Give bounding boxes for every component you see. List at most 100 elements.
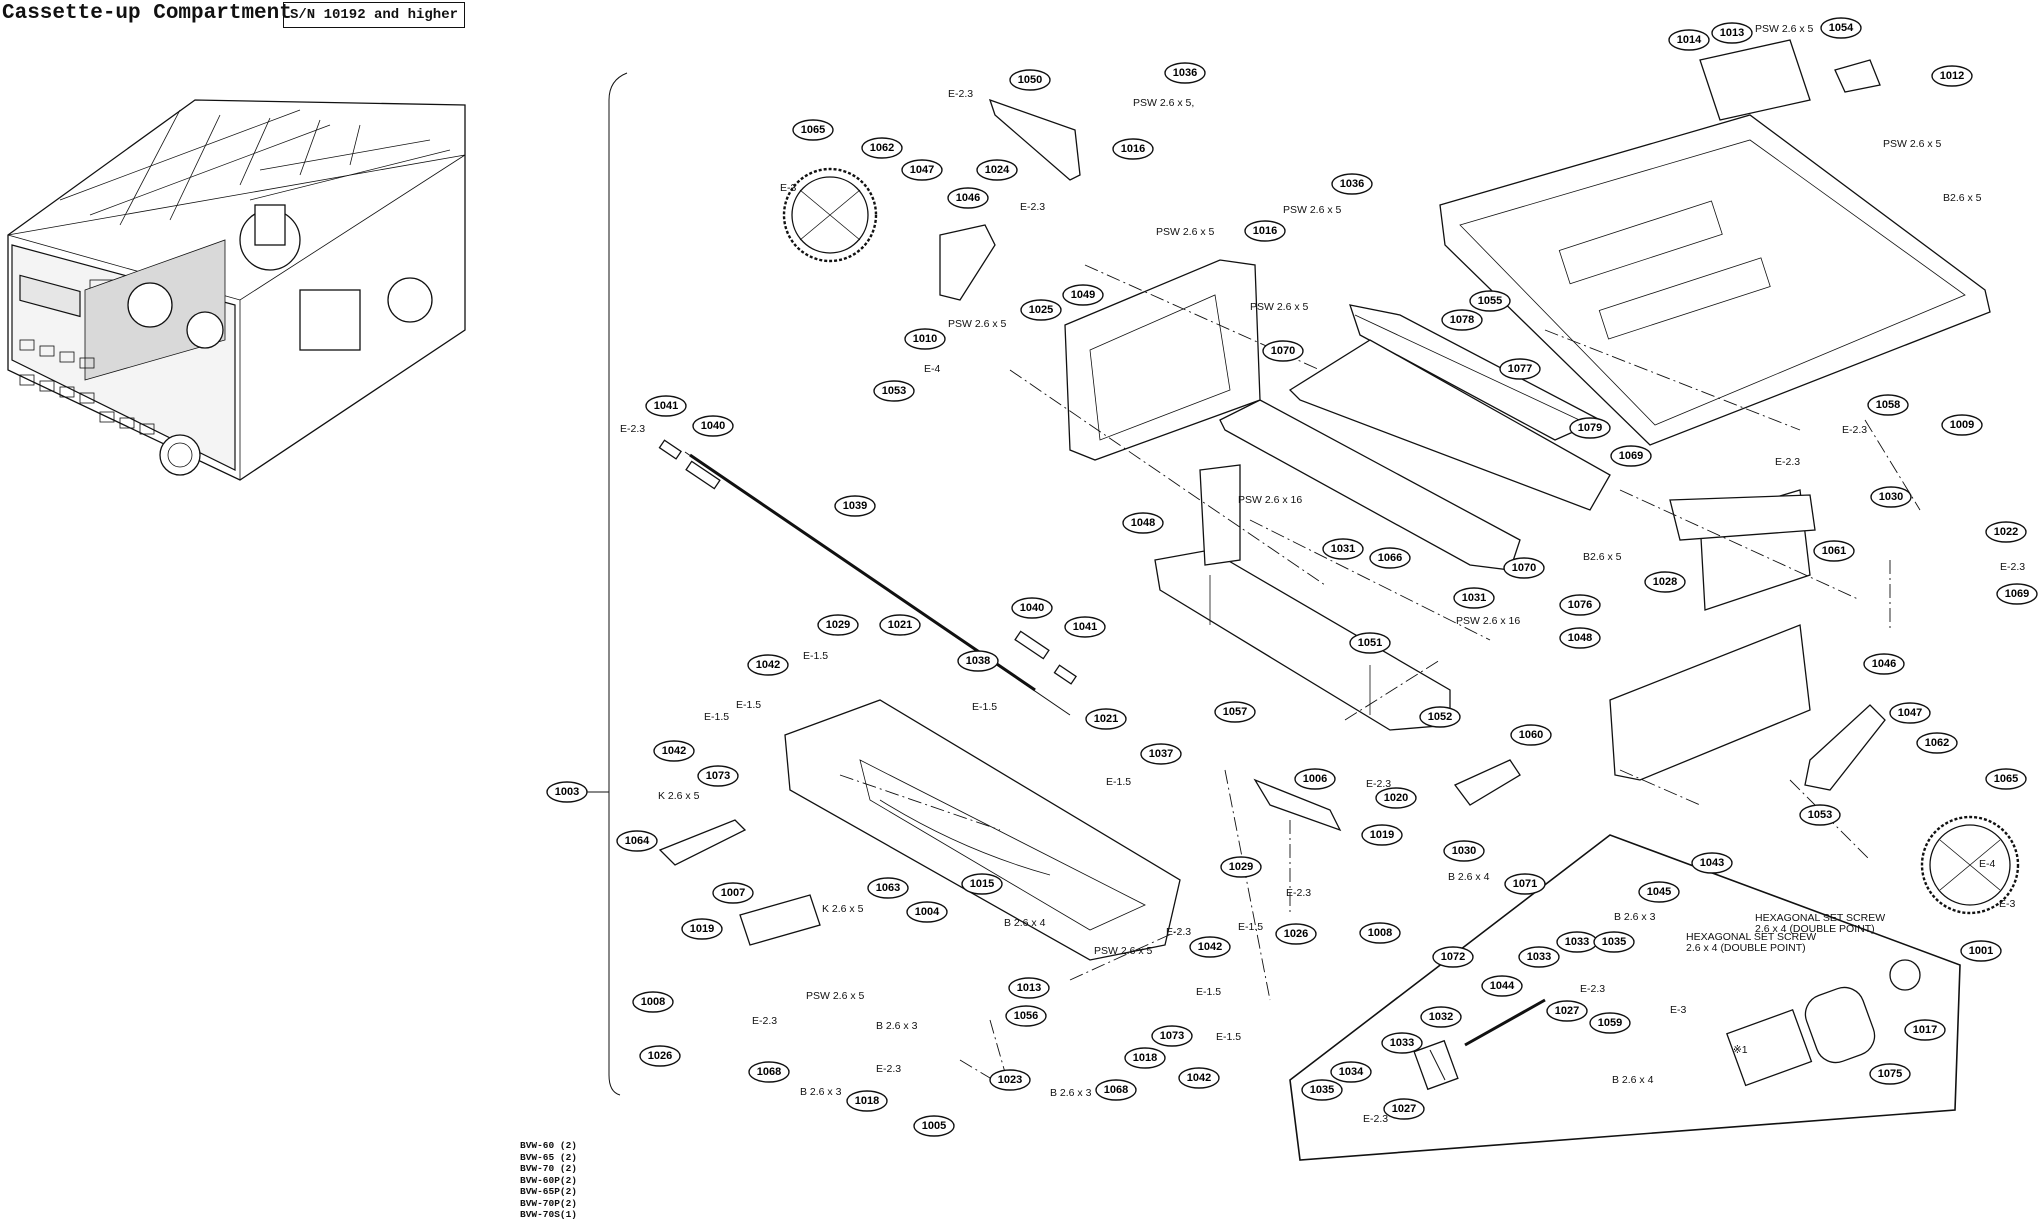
callout-1036: 1036 <box>1164 62 1206 84</box>
svg-text:1058: 1058 <box>1876 399 1900 411</box>
shaft-1044 <box>1464 998 1546 1047</box>
label-e15: E-1.5 <box>1216 1031 1241 1043</box>
callout-1015: 1015 <box>961 873 1003 895</box>
label-e15: E-1.5 <box>736 699 761 711</box>
callout-1031: 1031 <box>1453 587 1495 609</box>
svg-text:1040: 1040 <box>1020 602 1044 614</box>
side-frame-right <box>1609 489 1816 781</box>
svg-text:1070: 1070 <box>1271 345 1295 357</box>
label-e15: E-1.5 <box>1238 921 1263 933</box>
svg-text:1003: 1003 <box>555 786 579 798</box>
svg-text:1014: 1014 <box>1677 34 1702 46</box>
label-hex-screw: HEXAGONAL SET SCREW <box>1755 912 1885 924</box>
label-e3: E-3 <box>780 182 797 194</box>
callout-1026: 1026 <box>639 1045 681 1067</box>
callout-1044: 1044 <box>1481 975 1523 997</box>
svg-text:1042: 1042 <box>756 659 780 671</box>
label-e23: E-2.3 <box>1286 887 1311 899</box>
label-b26x5: B2.6 x 5 <box>1583 551 1622 563</box>
svg-text:1037: 1037 <box>1149 748 1173 760</box>
svg-text:1008: 1008 <box>641 996 665 1008</box>
svg-text:1069: 1069 <box>1619 450 1643 462</box>
assembly-bracket-1003 <box>608 72 628 1096</box>
label-psw26x16: PSW 2.6 x 16 <box>1456 615 1520 627</box>
svg-text:1062: 1062 <box>1925 737 1949 749</box>
callout-1035: 1035 <box>1301 1079 1343 1101</box>
callout-1062: 1062 <box>861 137 903 159</box>
callout-1008: 1008 <box>632 991 674 1013</box>
label-k26x5: K 2.6 x 5 <box>658 790 700 802</box>
svg-text:1048: 1048 <box>1131 517 1155 529</box>
callout-1009: 1009 <box>1941 414 1983 436</box>
callout-1014: 1014 <box>1668 29 1710 51</box>
svg-text:1051: 1051 <box>1358 637 1382 649</box>
svg-text:1056: 1056 <box>1014 1010 1038 1022</box>
label-psw26x5: PSW 2.6 x 5 <box>1156 226 1215 238</box>
callout-1070: 1070 <box>1262 340 1304 362</box>
side-frame-left <box>1064 259 1261 566</box>
svg-text:1007: 1007 <box>721 887 745 899</box>
svg-text:1025: 1025 <box>1029 304 1053 316</box>
callout-1042: 1042 <box>1178 1067 1220 1089</box>
callout-1052: 1052 <box>1419 706 1461 728</box>
svg-text:1012: 1012 <box>1940 70 1964 82</box>
svg-text:1039: 1039 <box>843 500 867 512</box>
fastener-labels: E-2.3 PSW 2.6 x 5, PSW 2.6 x 5 PSW 2.6 x… <box>620 23 2025 1125</box>
callout-1048: 1048 <box>1559 627 1601 649</box>
svg-text:1035: 1035 <box>1602 936 1626 948</box>
svg-text:1075: 1075 <box>1878 1068 1902 1080</box>
svg-text:1073: 1073 <box>1160 1030 1184 1042</box>
svg-text:1049: 1049 <box>1071 289 1095 301</box>
callout-1057: 1057 <box>1214 701 1256 723</box>
callout-1003: 1003 <box>546 781 588 803</box>
svg-text:1033: 1033 <box>1565 936 1589 948</box>
callout-1065: 1065 <box>792 119 834 141</box>
svg-text:1076: 1076 <box>1568 599 1592 611</box>
svg-text:1060: 1060 <box>1519 729 1543 741</box>
label-e23: E-2.3 <box>876 1063 901 1075</box>
svg-text:1019: 1019 <box>1370 829 1394 841</box>
arm-1046-bottom <box>1804 704 1886 791</box>
label-e23: E-2.3 <box>1580 983 1605 995</box>
svg-text:1048: 1048 <box>1568 632 1592 644</box>
callout-1030: 1030 <box>1870 486 1912 508</box>
svg-text:1052: 1052 <box>1428 711 1452 723</box>
callout-1078: 1078 <box>1441 309 1483 331</box>
callout-1039: 1039 <box>834 495 876 517</box>
callout-1033: 1033 <box>1381 1032 1423 1054</box>
bracket-1007 <box>739 894 821 946</box>
model-item: BVW-70 (2) <box>520 1163 578 1174</box>
model-item: BVW-65 (2) <box>520 1151 578 1163</box>
callout-1069: 1069 <box>1610 445 1652 467</box>
svg-text:1018: 1018 <box>1133 1052 1157 1064</box>
label-psw26x5: PSW 2.6 x 5 <box>1094 945 1153 957</box>
label-hex-spec: 2.6 x 4 (DOUBLE POINT) <box>1755 923 1875 935</box>
callout-1059: 1059 <box>1589 1012 1631 1034</box>
svg-text:1047: 1047 <box>910 164 934 176</box>
callout-1022: 1022 <box>1985 521 2027 543</box>
label-psw26x5: PSW 2.6 x 5, <box>1133 97 1194 109</box>
callout-1066: 1066 <box>1369 547 1411 569</box>
svg-text:1070: 1070 <box>1512 562 1536 574</box>
callout-1016: 1016 <box>1112 138 1154 160</box>
label-e23: E-2.3 <box>1842 424 1867 436</box>
callout-1076: 1076 <box>1559 594 1601 616</box>
label-b26x3: B 2.6 x 3 <box>1614 911 1656 923</box>
svg-text:1001: 1001 <box>1969 945 1993 957</box>
label-e4: E-4 <box>924 363 941 375</box>
svg-text:1031: 1031 <box>1462 592 1486 604</box>
label-e3: E-3 <box>1999 898 2016 910</box>
svg-text:1021: 1021 <box>1094 713 1118 725</box>
callout-1006: 1006 <box>1294 768 1336 790</box>
callout-1069: 1069 <box>1996 583 2038 605</box>
callout-1030: 1030 <box>1443 840 1485 862</box>
svg-text:1026: 1026 <box>648 1050 672 1062</box>
callout-1021: 1021 <box>1085 708 1127 730</box>
svg-text:1019: 1019 <box>690 923 714 935</box>
callout-1028: 1028 <box>1644 571 1686 593</box>
callout-1005: 1005 <box>913 1115 955 1137</box>
gear-1065-bottom <box>1920 815 2020 915</box>
callout-1075: 1075 <box>1869 1063 1911 1085</box>
callout-1042: 1042 <box>1189 936 1231 958</box>
svg-text:1023: 1023 <box>998 1074 1022 1086</box>
